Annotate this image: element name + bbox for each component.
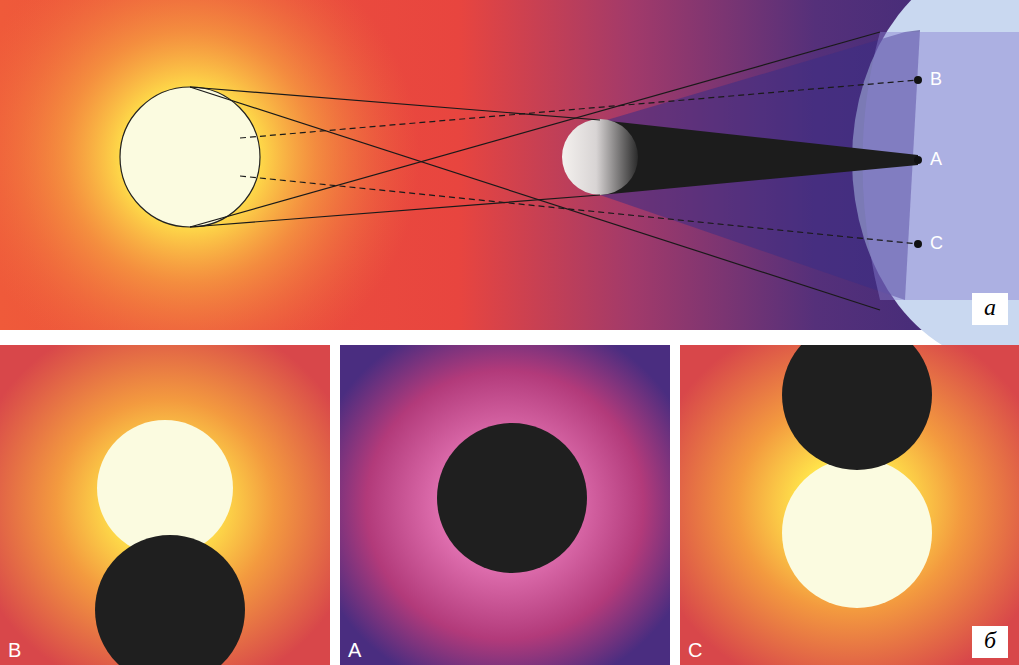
view-label: B xyxy=(8,640,21,660)
view-label: C xyxy=(688,640,702,660)
panel-label: а xyxy=(972,293,1008,325)
panel-label: б xyxy=(972,626,1008,658)
point-label: A xyxy=(930,150,942,168)
point-label: B xyxy=(930,70,942,88)
view-label: A xyxy=(348,640,361,660)
point-label: C xyxy=(930,234,943,252)
